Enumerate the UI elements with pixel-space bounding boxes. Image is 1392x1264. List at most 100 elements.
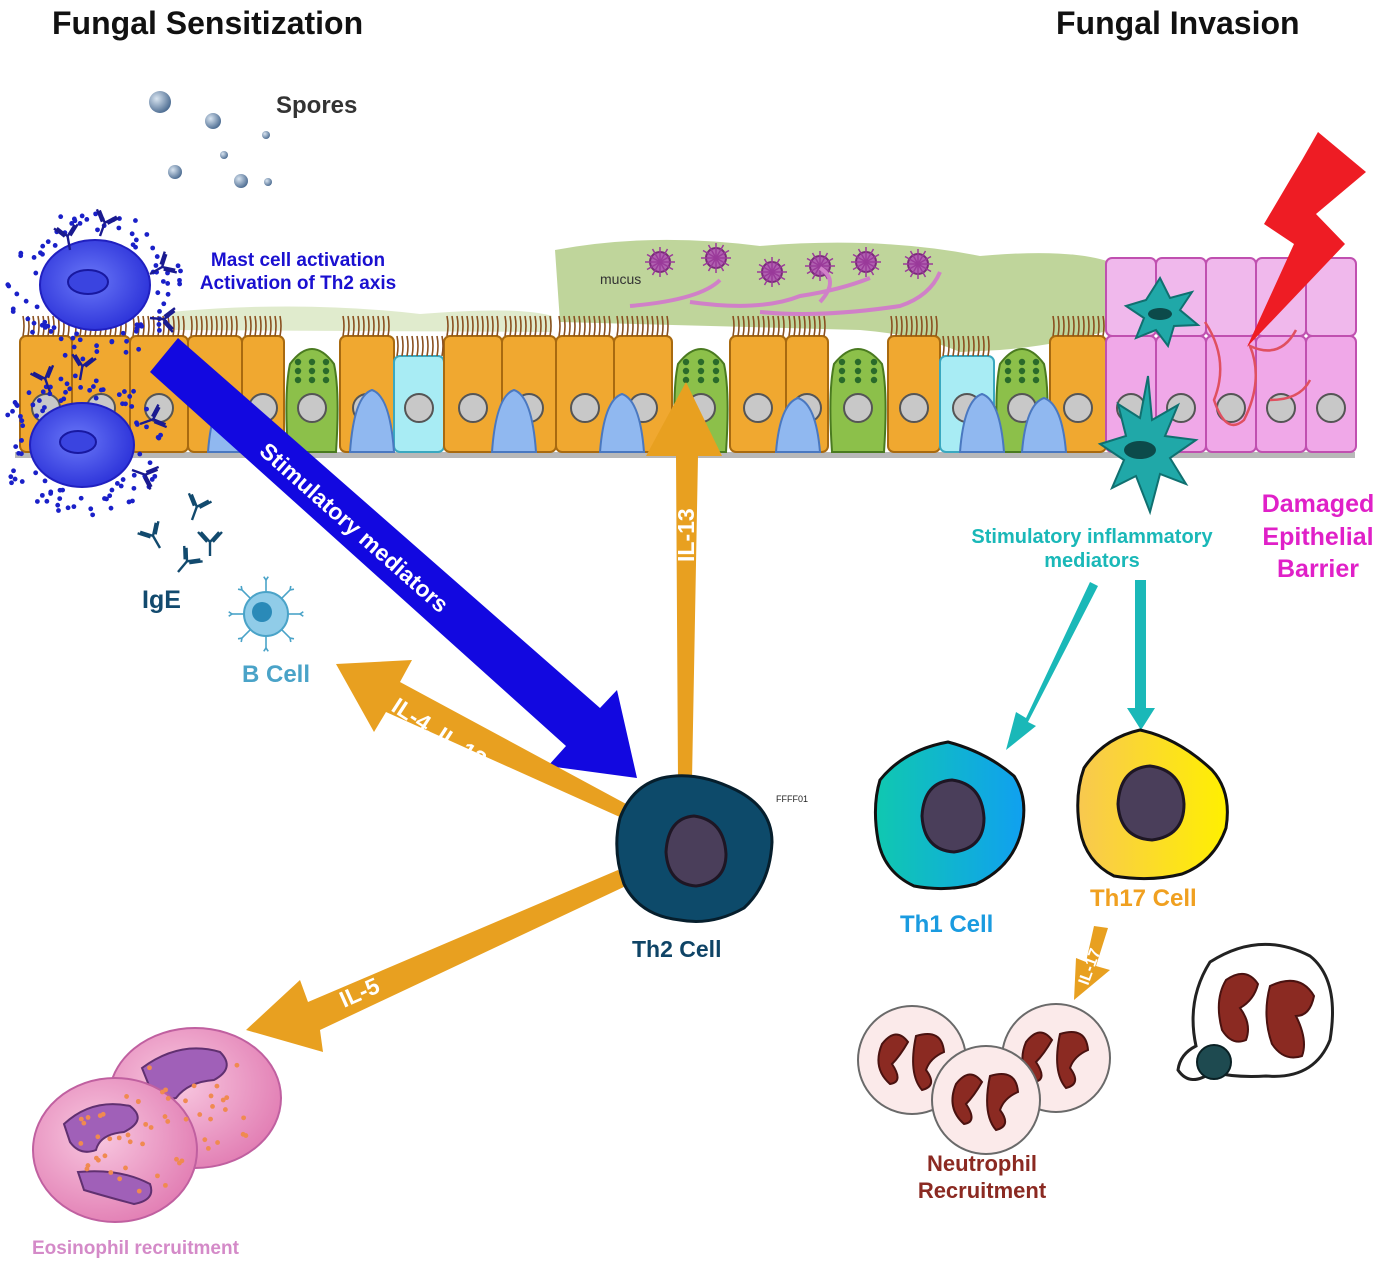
fungal-spike (659, 253, 674, 263)
mast-granule (118, 483, 124, 489)
cilium (631, 315, 634, 337)
eosinophil-granule (234, 1062, 240, 1068)
fungal-spike (857, 248, 867, 263)
mast-granule (93, 211, 99, 217)
antibody-stroke (149, 251, 178, 276)
mast-granule (87, 387, 93, 393)
mast-cell-nucleus (59, 430, 97, 454)
mucus-layer (555, 239, 1110, 352)
neutrophil-nucleus-lobe (951, 1073, 984, 1126)
hyphae-strand (629, 266, 942, 316)
cilium (377, 315, 380, 337)
ige-antibodies (29, 208, 223, 573)
neutrophil-nucleus-lobe (1056, 1031, 1090, 1090)
cilium (823, 315, 826, 337)
mast-granule (116, 225, 122, 231)
fungal-spike (659, 261, 669, 276)
fungal-spike (771, 263, 786, 273)
cilium (529, 315, 532, 337)
th17-cell (1076, 728, 1229, 881)
b-cell-receptor (280, 589, 291, 600)
cilium (1092, 315, 1095, 337)
cilium (636, 315, 639, 337)
goblet-granule (1004, 376, 1012, 384)
fungal-spike (819, 257, 834, 267)
mast-granule (133, 328, 139, 334)
neutrophil-label-line2: Recruitment (918, 1178, 1047, 1203)
mast-granule (144, 406, 149, 412)
lightning-bolt-icon (1247, 132, 1366, 347)
cilium (573, 315, 576, 337)
antibody-stroke (71, 353, 97, 381)
antibody-icon (149, 307, 176, 333)
mast-granule (155, 290, 161, 296)
spore (149, 91, 171, 113)
basal-cell (490, 388, 538, 453)
mast-granule (65, 505, 71, 511)
title-fungal-sensitization: Fungal Sensitization (52, 5, 363, 41)
b-cell-receptor-tip (228, 611, 233, 617)
goblet-granule (697, 358, 705, 366)
cilium (782, 315, 785, 337)
th1-cell (873, 740, 1026, 891)
cilium (895, 315, 898, 337)
cilium (563, 315, 566, 337)
b-cell-receptor-tip (289, 585, 295, 591)
mast-granule (80, 356, 86, 362)
cilium (416, 335, 419, 357)
mast-granule (62, 352, 68, 358)
cilium (558, 315, 561, 337)
eosinophil-granule (179, 1158, 185, 1164)
eosinophil-granule (159, 1089, 165, 1095)
eosinophil-granule (215, 1140, 220, 1145)
eosinophil-granule (143, 1121, 149, 1127)
cilium (967, 335, 970, 357)
fungal-spike (646, 261, 661, 271)
cilium (195, 315, 198, 337)
cilium (504, 315, 507, 337)
cilium (1097, 315, 1100, 337)
b-cell-receptor (241, 589, 252, 600)
goblet-granule (854, 376, 862, 384)
goblet-granule (697, 376, 705, 384)
cilium (249, 315, 252, 337)
cilium (793, 315, 796, 337)
eosinophil-granule (117, 1176, 123, 1182)
mast-granule (6, 283, 12, 289)
cilium (235, 315, 238, 337)
title-fungal-invasion: Fungal Invasion (1056, 5, 1300, 41)
eosinophil-granule (165, 1119, 171, 1124)
spore (234, 174, 248, 188)
eosinophil-granule (214, 1083, 220, 1089)
fungal-spike (917, 250, 927, 265)
fungal-spike (909, 263, 919, 278)
goblet-granule (1004, 358, 1012, 366)
goblet-granule (838, 358, 846, 366)
cilium (777, 315, 780, 337)
fungal-spike (806, 257, 821, 267)
mast-granule (134, 420, 139, 426)
cilium (190, 315, 193, 337)
mast-granule (129, 231, 135, 237)
cilium (1087, 315, 1090, 337)
spores-label: Spores (276, 92, 357, 119)
eosinophil-granule (191, 1083, 197, 1089)
goblet-granule (1032, 367, 1040, 375)
cilium (568, 315, 571, 337)
cilium (583, 315, 586, 337)
eosinophil-granule (85, 1163, 91, 1168)
cilium (646, 315, 649, 337)
goblet-granule (870, 376, 878, 384)
mast-granule (130, 242, 136, 248)
fungal-spike (865, 261, 880, 271)
mast-cell-top (5, 211, 183, 362)
mast-granule (43, 323, 49, 329)
mast-granule (69, 220, 75, 226)
fungal-spike (646, 253, 661, 263)
mast-granule (175, 263, 181, 269)
cell-nucleus (899, 393, 929, 423)
fungal-spike (758, 263, 773, 273)
cilium (593, 315, 596, 337)
goblet-granule (870, 367, 878, 375)
